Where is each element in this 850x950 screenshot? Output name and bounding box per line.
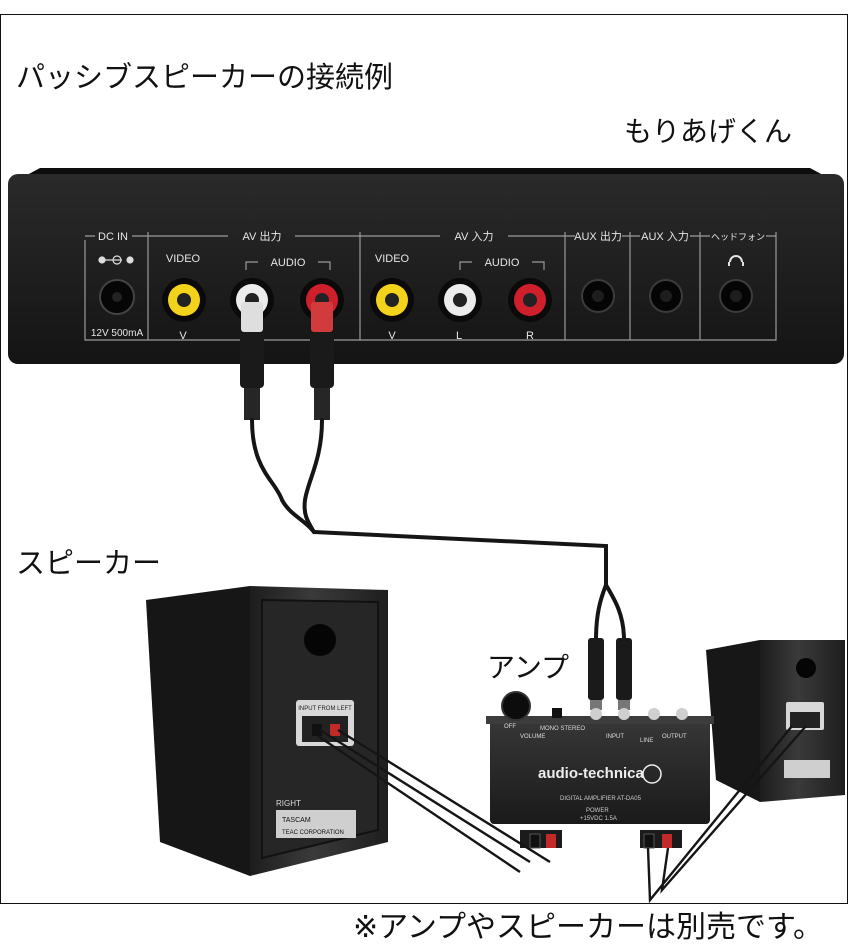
av-out-video-text: VIDEO: [166, 253, 201, 265]
headphone-jack: [719, 279, 753, 313]
dc-polarity-icon: [98, 255, 134, 265]
amp-model-text: DIGITAL AMPLIFIER AT-DA05: [560, 796, 642, 802]
av-out-video-jack: [162, 278, 206, 322]
device-back-panel: [8, 174, 844, 364]
device-name-label: もりあげくん: [624, 115, 793, 148]
av-in-v-text: V: [388, 330, 396, 342]
cable-to-amp-plugs: [588, 638, 632, 710]
av-out-v-text: V: [179, 330, 187, 342]
av-in-l-text: L: [456, 330, 462, 342]
speaker-label: スピーカー: [16, 546, 162, 580]
rca-plug-white: [240, 302, 264, 420]
av-out-audio-text: AUDIO: [271, 257, 306, 269]
dc-rating-text: 12V 500mA: [91, 328, 144, 339]
av-in-video-text: VIDEO: [375, 253, 410, 265]
av-in-r-text: R: [526, 330, 534, 342]
headphone-text: ヘッドフォン: [711, 232, 765, 242]
aux-in-text: AUX 入力: [641, 230, 689, 243]
av-in-audio-r-jack: [508, 278, 552, 322]
aux-out-jack: [581, 279, 615, 313]
dc-in-jack: [99, 279, 135, 315]
av-in-video-jack: [370, 278, 414, 322]
amp-volume-text: VOLUME: [520, 734, 545, 740]
aux-in-jack: [649, 279, 683, 313]
rca-cable: [250, 418, 626, 642]
av-in-audio-l-jack: [438, 278, 482, 322]
page-title: パッシブスピーカーの接続例: [16, 60, 394, 94]
speaker-input-text: INPUT FROM LEFT: [298, 706, 352, 712]
amp-input-text: INPUT: [606, 734, 624, 740]
av-in-text: AV 入力: [455, 230, 494, 243]
av-in-audio-text: AUDIO: [485, 257, 520, 269]
amp-label: アンプ: [487, 651, 570, 684]
amplifier: VOLUME OFF MONO STEREO INPUT LINE OUTPUT…: [486, 691, 714, 849]
panel-section-lines: [84, 232, 777, 341]
amp-power-text: POWER: [586, 808, 609, 814]
amp-output-text: OUTPUT: [662, 734, 687, 740]
av-out-text: AV 出力: [243, 229, 282, 243]
amp-line-text: LINE: [640, 738, 653, 744]
amp-mono-stereo-text: MONO STEREO: [540, 726, 585, 732]
aux-out-text: AUX 出力: [574, 229, 622, 243]
headphone-icon: [728, 255, 744, 266]
speaker-wires: [317, 725, 807, 904]
dc-in-text: DC IN: [98, 231, 128, 243]
speaker-brand-text: TASCAM: [282, 817, 311, 824]
amp-power-rating-text: +15VDC 1.5A: [580, 816, 617, 822]
amp-logo-icon: [642, 764, 662, 784]
left-speaker: INPUT FROM LEFT RIGHT TASCAM TEAC CORPOR…: [146, 586, 388, 876]
right-speaker: [706, 640, 845, 802]
amp-off-text: OFF: [504, 724, 516, 730]
rca-plug-red: [310, 302, 334, 420]
speaker-right-text: RIGHT: [276, 799, 301, 808]
speaker-maker-text: TEAC CORPORATION: [282, 830, 344, 836]
amp-brand-text: audio-technica: [538, 765, 645, 782]
footnote: ※アンプやスピーカーは別売です。: [353, 910, 824, 945]
